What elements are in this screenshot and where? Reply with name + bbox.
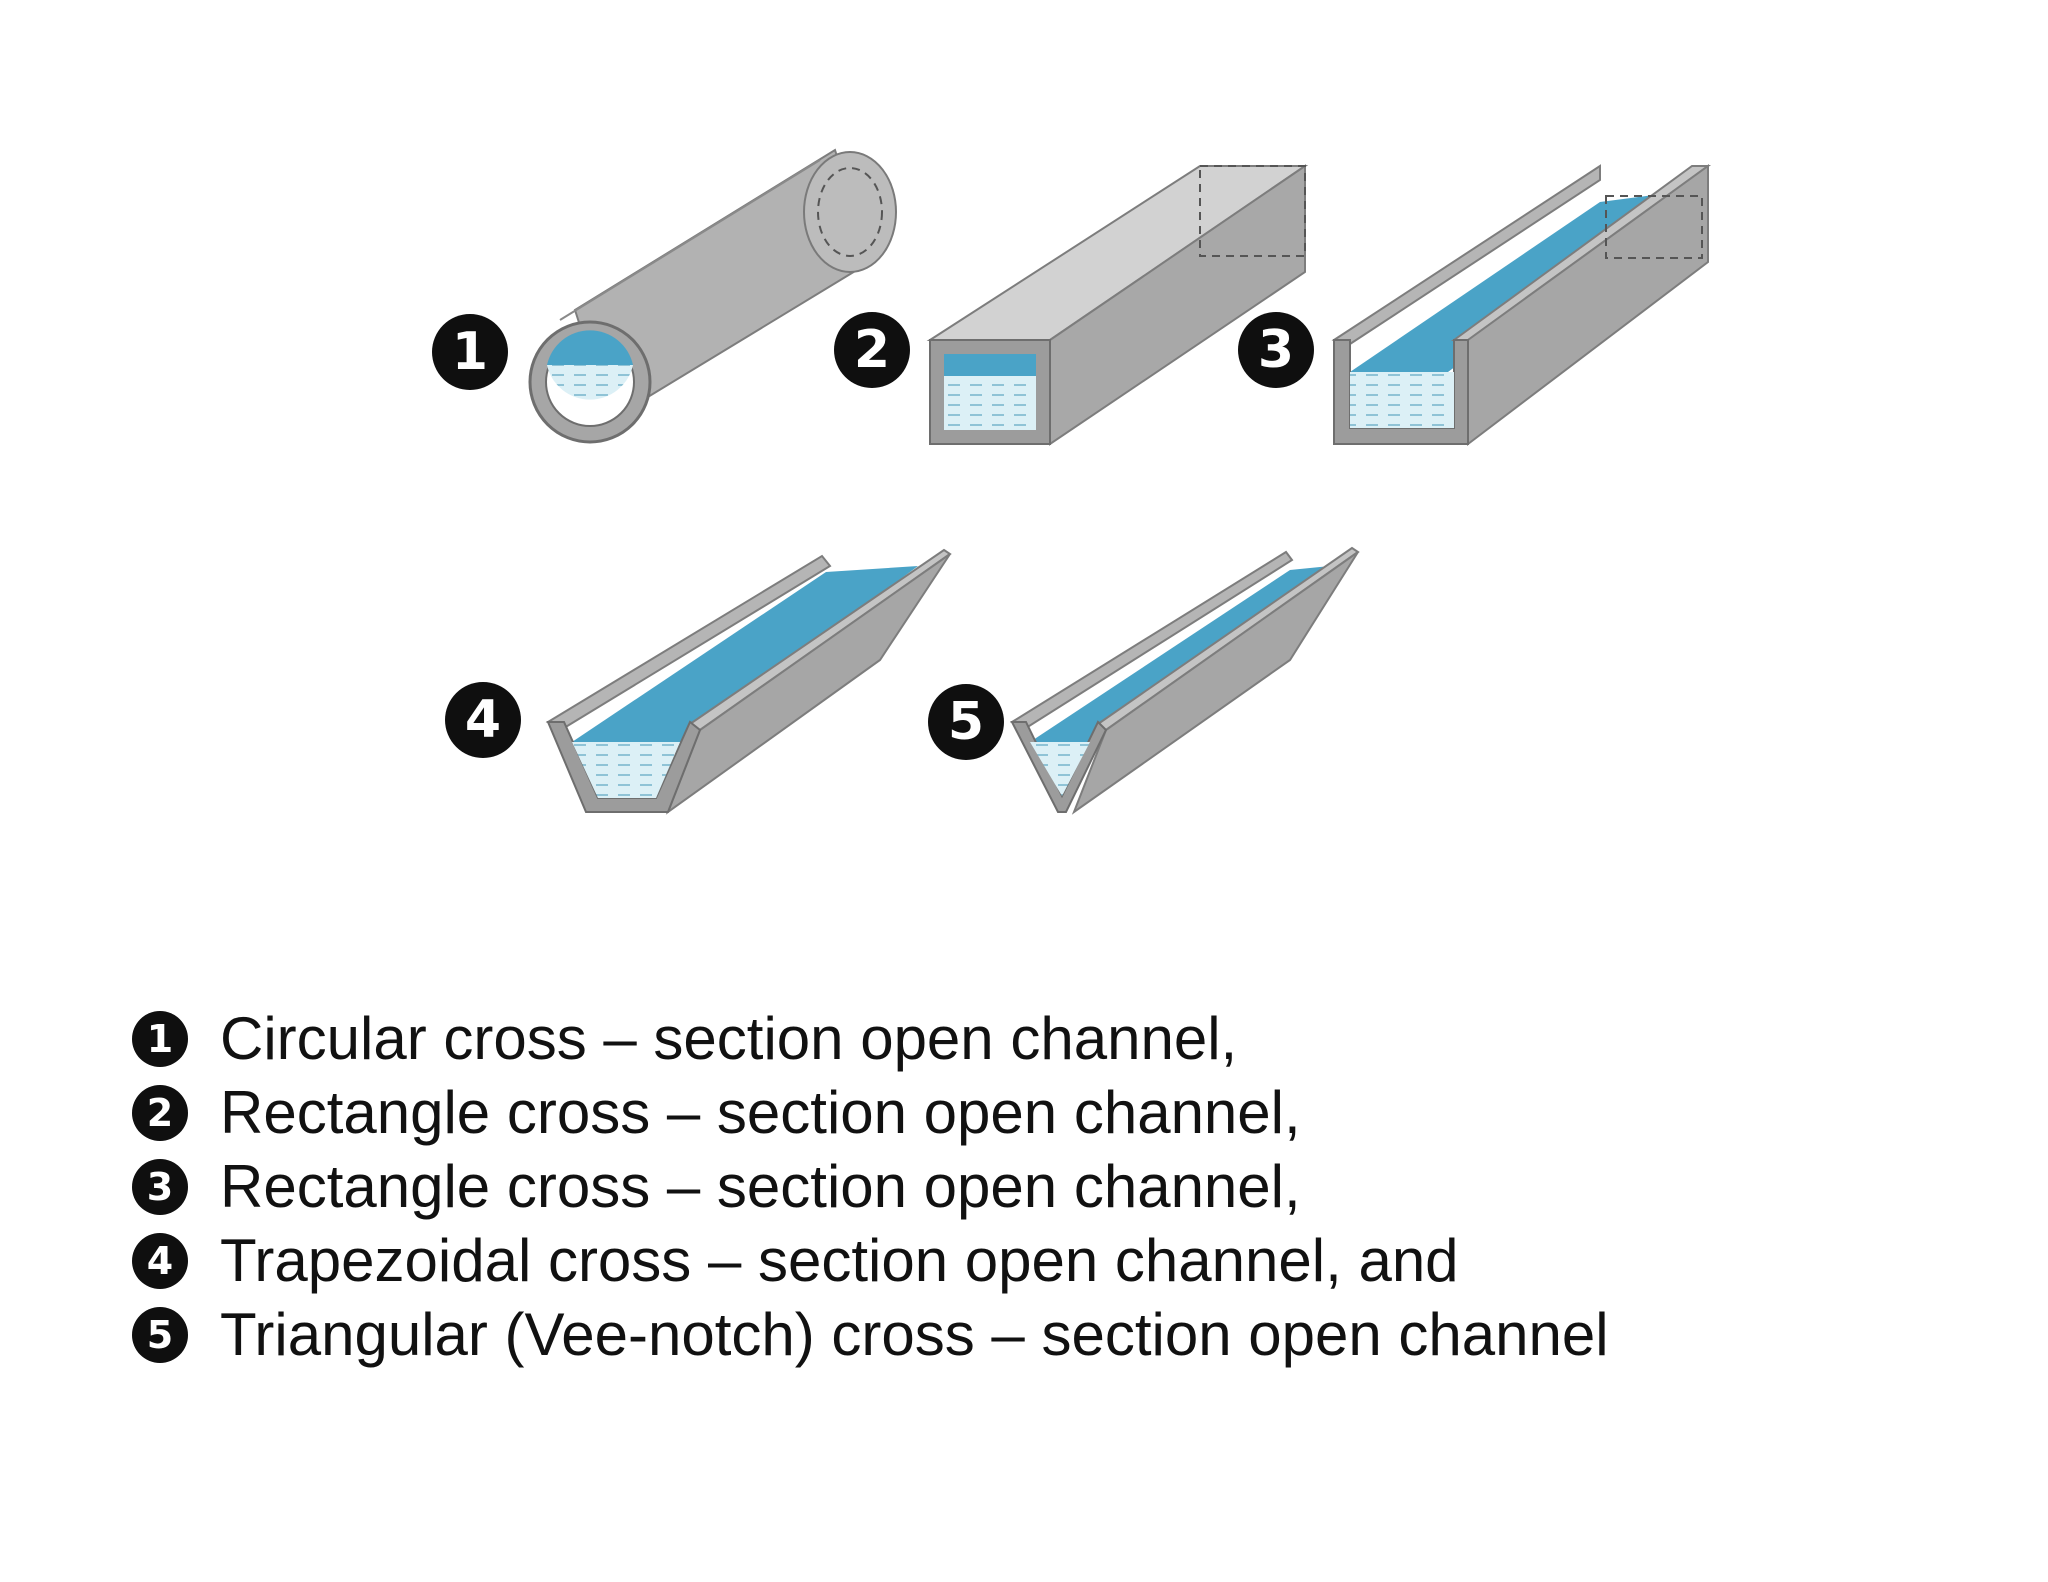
legend-item: 1 Circular cross – section open channel,	[132, 1002, 1932, 1076]
legend-item: 2 Rectangle cross – section open channel…	[132, 1076, 1932, 1150]
legend-number-marker: 5	[132, 1307, 188, 1363]
legend-number-marker: 4	[132, 1233, 188, 1289]
legend-number-marker: 3	[132, 1159, 188, 1215]
legend-item: 5 Triangular (Vee-notch) cross – section…	[132, 1298, 1932, 1372]
badge-5: 5	[928, 684, 1004, 760]
badge-number: 5	[948, 692, 984, 752]
legend-item-label: Circular cross – section open channel,	[220, 1005, 1238, 1072]
badge-number: 3	[1258, 320, 1294, 380]
badge-3: 3	[1238, 312, 1314, 388]
legend-item-label: Trapezoidal cross – section open channel…	[220, 1227, 1459, 1294]
badge-number: 2	[854, 320, 890, 380]
legend-number-marker: 2	[132, 1085, 188, 1141]
badge-2: 2	[834, 312, 910, 388]
legend-item: 3 Rectangle cross – section open channel…	[132, 1150, 1932, 1224]
legend-item-label: Triangular (Vee-notch) cross – section o…	[220, 1301, 1609, 1368]
circular-channel-icon	[528, 148, 897, 444]
badge-4: 4	[445, 682, 521, 758]
closed-rectangular-channel-icon	[926, 164, 1309, 446]
legend-item: 4 Trapezoidal cross – section open chann…	[132, 1224, 1932, 1298]
legend-item-label: Rectangle cross – section open channel,	[220, 1079, 1301, 1146]
legend-list: 1 Circular cross – section open channel,…	[132, 1002, 1932, 1372]
open-rectangular-channel-icon	[1331, 164, 1712, 447]
trapezoidal-channel-icon	[545, 548, 952, 815]
badge-number: 1	[452, 322, 488, 382]
badge-1: 1	[432, 314, 508, 390]
legend-item-label: Rectangle cross – section open channel,	[220, 1153, 1301, 1220]
channel-diagram: 1 2 3 4	[432, 148, 1712, 815]
triangular-channel-icon	[1009, 546, 1360, 815]
legend-number-marker: 1	[132, 1011, 188, 1067]
badge-number: 4	[465, 690, 501, 750]
